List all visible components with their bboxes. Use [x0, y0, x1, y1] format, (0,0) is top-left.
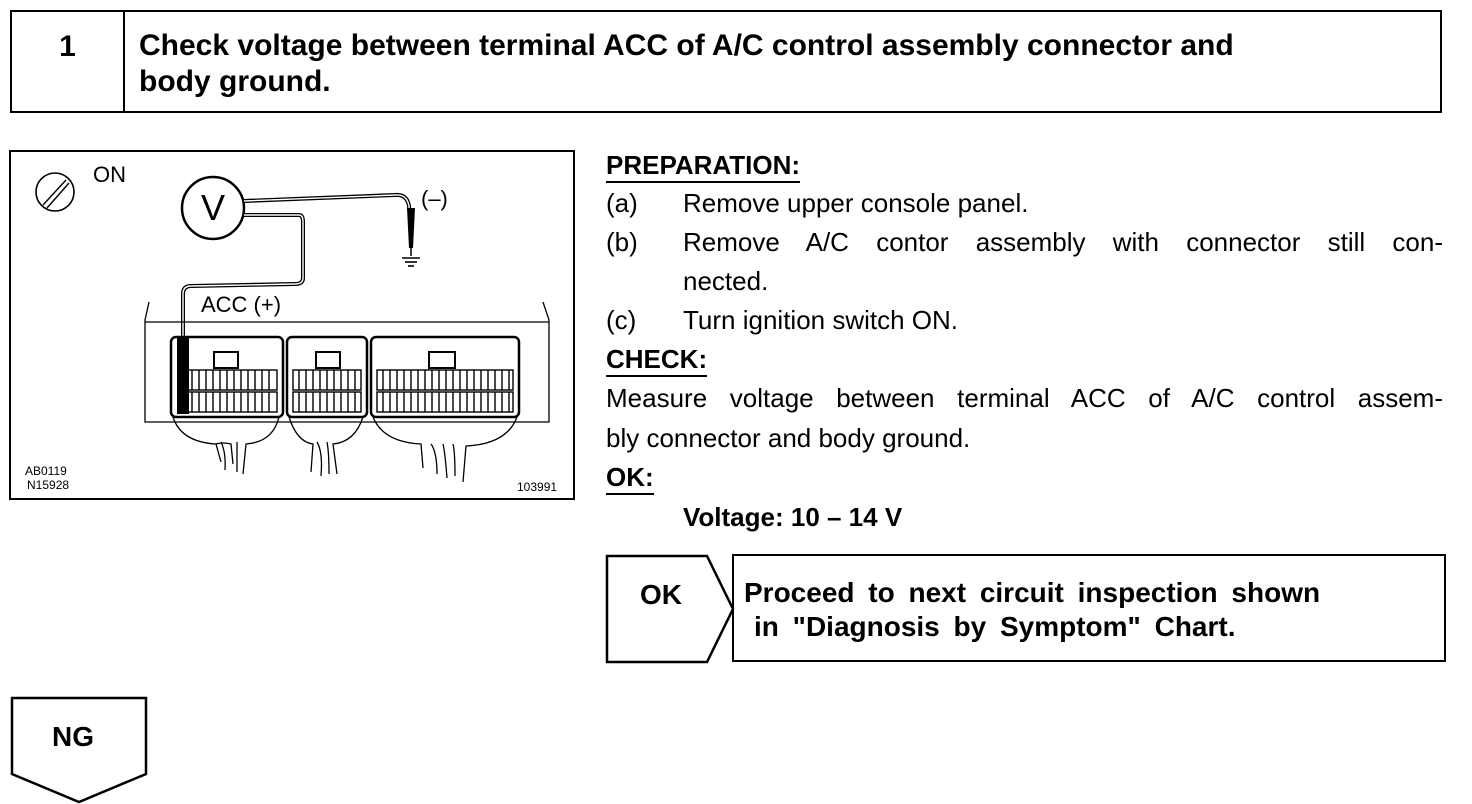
check-text-line-1: Measure voltage between terminal ACC of …	[606, 383, 1443, 413]
ok-result-line-2: in "Diagnosis by Symptom" Chart.	[754, 611, 1236, 642]
check-text-line-2: bly connector and body ground.	[606, 423, 971, 453]
step-title-line-1: Check voltage between terminal ACC of A/…	[139, 29, 1234, 62]
ok-spec: Voltage: 10 – 14 V	[683, 502, 903, 532]
prep-step-b-text-line-2: nected.	[683, 266, 769, 296]
ignition-key-icon	[35, 172, 75, 212]
ok-tag-label: OK	[640, 579, 682, 610]
prep-step-c-marker: (c)	[606, 305, 637, 335]
prep-step-b-text-line-1: Remove A/C contor assembly with connecto…	[683, 227, 1443, 257]
figure-number: 103991	[517, 480, 558, 494]
connector-body-3	[369, 335, 521, 419]
check-heading: CHECK:	[606, 344, 708, 377]
ok-result-text: Proceed to next circuit inspection shown…	[744, 576, 1320, 644]
ok-arrow-shape	[605, 554, 735, 664]
figure-code-top: AB0119	[25, 464, 67, 478]
ok-result-line-1: Proceed to next circuit inspection shown	[744, 577, 1321, 608]
prep-step-a-text: Remove upper console panel.	[683, 188, 1029, 218]
ok-heading: OK:	[606, 462, 654, 495]
step-title: Check voltage between terminal ACC of A/…	[139, 28, 1429, 100]
connector-diagram	[35, 172, 550, 483]
preparation-heading: PREPARATION:	[606, 150, 801, 183]
voltmeter-circle	[180, 175, 246, 241]
ok-result-box: Proceed to next circuit inspection shown…	[732, 554, 1446, 662]
step-title-line-2: body ground.	[139, 65, 331, 98]
prep-step-b-marker: (b)	[606, 227, 638, 257]
negative-probe-label: (–)	[421, 186, 448, 211]
acc-terminal-label: ACC (+)	[201, 292, 282, 317]
ng-arrow-shape	[10, 696, 148, 804]
ng-tag-label: NG	[52, 721, 94, 752]
prep-step-a-marker: (a)	[606, 188, 638, 218]
step-header: 1 Check voltage between terminal ACC of …	[10, 10, 1442, 113]
figure-code-bottom: N15928	[27, 478, 70, 492]
voltmeter-symbol: V	[201, 187, 226, 228]
step-number: 1	[12, 12, 125, 111]
prep-step-c-text: Turn ignition switch ON.	[683, 305, 959, 335]
wiring-illustration: ON V (–) ACC (+) AB0119 N15928 103991	[9, 150, 575, 500]
ignition-on-label: ON	[93, 162, 126, 187]
